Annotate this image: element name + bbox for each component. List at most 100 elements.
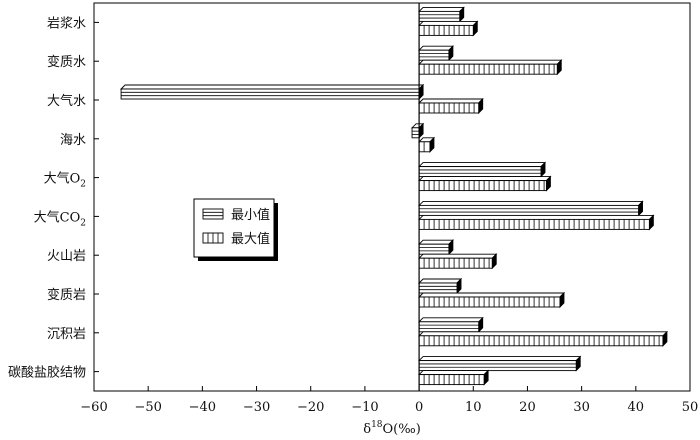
bar-max-8-front-face — [418, 335, 664, 347]
x-tick-label-2: −40 — [189, 400, 216, 415]
bar-min-2-front-face — [120, 88, 420, 100]
legend-label-0: 最小值 — [231, 207, 270, 223]
y-tick-label-1: 变质水 — [47, 54, 86, 70]
y-tick-label-2: 大气水 — [47, 93, 86, 109]
plot-frame — [93, 2, 691, 392]
bar-min-4-top-face — [418, 162, 547, 168]
bar-min-2 — [120, 83, 425, 101]
x-tick-label-10: 40 — [628, 400, 645, 415]
y-tick-label-0: 岩浆水 — [47, 16, 86, 31]
bar-max-2-top-face — [418, 98, 484, 104]
bar-min-3-front-face — [411, 127, 420, 139]
y-tick-label-text: 海水 — [60, 133, 86, 148]
bar-max-4 — [418, 175, 552, 192]
bar-min-0-top-face — [418, 6, 465, 12]
bar-min-1-front-face — [418, 49, 450, 61]
legend-swatch-box — [202, 208, 224, 220]
y-tick-label-7: 变质岩 — [47, 287, 86, 303]
bar-max-8 — [418, 330, 668, 347]
bars-layer — [120, 6, 668, 386]
y-tick-label-3: 海水 — [60, 133, 86, 148]
y-tick-label-text: 沉积岩 — [47, 327, 86, 342]
bar-max-6-top-face — [418, 253, 498, 259]
bar-min-1-top-face — [418, 45, 454, 51]
y-tick-label-text: 碳酸盐胶结物 — [8, 365, 86, 381]
x-tick-label-9: 30 — [573, 400, 590, 415]
x-axis: −60 −50 −40 −30 −20 −10 0 10 20 30 40 50 — [80, 386, 698, 415]
bar-min-6-front-face — [418, 243, 450, 255]
bar-max-3 — [418, 136, 436, 153]
x-tick-label-11: 50 — [682, 400, 699, 415]
bar-max-8-top-face — [418, 331, 668, 337]
bar-max-1-top-face — [418, 59, 563, 65]
y-tick-label-text: 变质水 — [47, 54, 86, 70]
bar-min-5-top-face — [418, 200, 644, 206]
bar-max-4-front-face — [418, 180, 547, 192]
bar-max-5 — [418, 214, 655, 231]
x-tick-label-5: −10 — [351, 400, 378, 415]
legend-swatch-0 — [202, 208, 224, 220]
y-tick-label-text: 大气CO — [34, 209, 81, 225]
x-tick-label-7: 10 — [465, 400, 482, 415]
bar-min-9-top-face — [418, 356, 582, 362]
y-tick-label-text: 大气水 — [47, 93, 86, 109]
x-tick-label-6: 0 — [415, 400, 423, 415]
y-tick-label-4: 大气O2 — [44, 171, 86, 190]
x-tick-label-8: 20 — [519, 400, 536, 415]
bar-max-4-top-face — [418, 176, 552, 182]
bar-min-8-front-face — [418, 321, 480, 333]
bar-min-0-front-face — [418, 10, 461, 22]
bar-min-0 — [418, 6, 465, 23]
bar-max-0 — [418, 20, 479, 37]
y-tick-label-text: 变质岩 — [47, 287, 86, 303]
bar-max-7-top-face — [418, 292, 566, 298]
bar-min-7-front-face — [418, 282, 458, 294]
bar-min-7-top-face — [418, 278, 463, 284]
bar-min-6 — [418, 239, 454, 256]
bar-max-5-top-face — [418, 214, 655, 220]
bar-min-4 — [418, 161, 547, 178]
bar-max-6-front-face — [418, 257, 493, 269]
bar-max-3-front-face — [418, 141, 431, 153]
x-tick-label-0: −60 — [80, 400, 107, 415]
bar-max-2 — [418, 97, 484, 115]
x-axis-label-delta: δ — [363, 422, 371, 436]
x-tick-label-3: −30 — [243, 400, 270, 415]
bar-min-4-front-face — [418, 166, 542, 178]
bar-min-7 — [418, 277, 463, 295]
bar-min-9 — [418, 355, 582, 372]
x-tick-label-4: −20 — [297, 400, 324, 415]
bar-min-9-front-face — [418, 360, 577, 372]
y-tick-label-subscript: 2 — [80, 180, 86, 190]
y-tick-label-subscript: 2 — [80, 218, 86, 228]
x-axis-label-rest: O(‰) — [383, 422, 421, 436]
y-tick-label-text: 岩浆水 — [47, 16, 86, 31]
x-axis-label: δ18O(‰) — [363, 420, 421, 436]
y-tick-label-text: 大气O — [44, 171, 81, 187]
y-tick-label-5: 大气CO2 — [34, 209, 86, 228]
bar-min-8-top-face — [418, 317, 484, 323]
bar-min-1 — [418, 45, 454, 62]
bar-max-9-top-face — [418, 370, 490, 376]
x-axis-label-superscript: 18 — [371, 420, 383, 430]
y-tick-label-6: 火山岩 — [47, 249, 86, 264]
bar-max-9 — [418, 369, 490, 386]
bar-min-3 — [410, 122, 425, 139]
y-tick-label-text: 火山岩 — [47, 249, 86, 264]
bar-max-6 — [418, 253, 498, 270]
bar-min-2-top-face — [120, 84, 425, 90]
legend-label-1: 最大值 — [231, 231, 270, 247]
bar-min-5 — [418, 200, 644, 217]
bar-max-1-front-face — [418, 63, 558, 75]
bar-min-6-top-face — [418, 239, 454, 245]
bar-min-5-front-face — [418, 204, 639, 216]
bar-max-1 — [418, 59, 563, 76]
bar-min-8 — [418, 316, 484, 333]
x-tick-label-1: −50 — [134, 400, 161, 415]
y-tick-label-9: 碳酸盐胶结物 — [8, 365, 86, 381]
bar-max-0-front-face — [418, 24, 474, 36]
